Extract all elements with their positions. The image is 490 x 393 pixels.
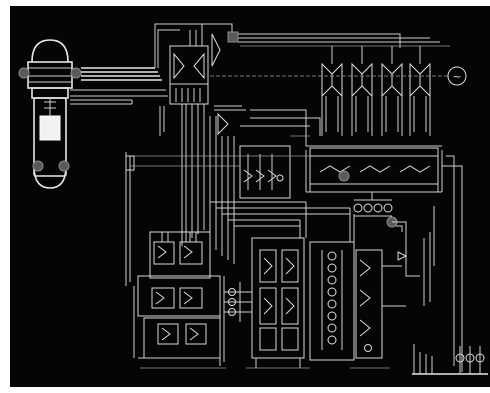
reactor-vessel-icon: [18, 39, 82, 189]
pump-icon: [383, 203, 393, 213]
separator-icon: [211, 33, 221, 67]
pump-icon: [364, 344, 372, 352]
lp-turbines: [210, 46, 448, 136]
plant-schematic: ~: [18, 23, 488, 375]
schematic-canvas: ~: [10, 6, 490, 387]
pump-icon: [353, 203, 363, 213]
feedwater-heaters-left: [133, 231, 226, 369]
pump-icon: [363, 203, 373, 213]
piping-routing: [125, 104, 355, 286]
condensate-pumps: [353, 192, 420, 277]
reactor-nozzle-left: [18, 67, 30, 79]
main-steam-lines: [70, 23, 450, 105]
reactor-nozzle-right: [70, 67, 82, 79]
outlet-lines: [423, 155, 463, 372]
generator-icon: ~: [447, 66, 467, 86]
reactor-bottom-node-left: [32, 160, 44, 172]
heat-exchanger-icon: [217, 112, 229, 136]
turbine-icon: [409, 46, 431, 136]
condenser-node: [338, 170, 350, 182]
turbine-icon: [321, 46, 343, 136]
cooling-outlets: [412, 344, 488, 375]
valve-icon: [397, 251, 408, 261]
pump-icon: [373, 203, 383, 213]
turbine-icon: [381, 46, 403, 136]
condenser: [305, 145, 443, 193]
reactor-bottom-node-right: [58, 160, 70, 172]
feedwater-heaters-mid: [214, 105, 291, 199]
generator-symbol: ~: [452, 70, 461, 83]
booster-pumps: [224, 282, 252, 322]
fuel-core-icon: [39, 115, 61, 141]
feedwater-heaters-center: [246, 237, 310, 369]
control-valve-icon: [227, 31, 239, 43]
turbine-icon: [351, 46, 373, 136]
feedwater-heaters-right: [309, 241, 406, 369]
hp-turbine-assembly: [169, 24, 239, 105]
